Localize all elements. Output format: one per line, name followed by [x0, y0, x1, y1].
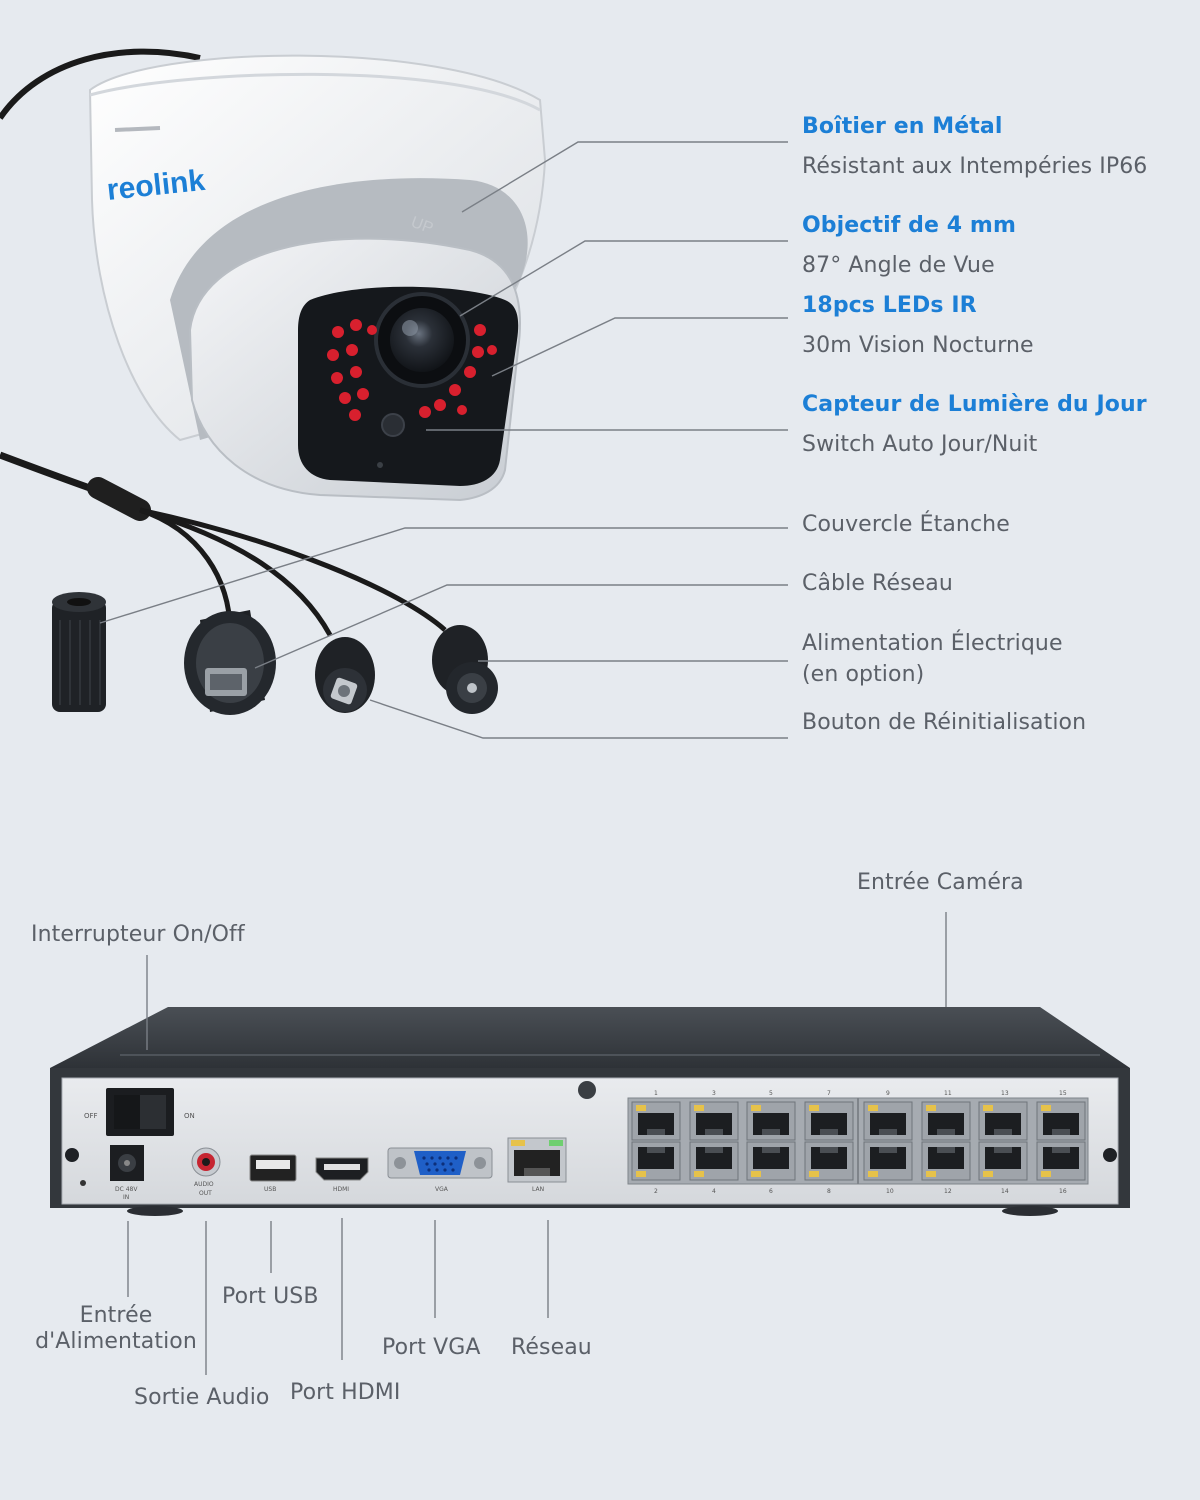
audio-out-port: AUDIO OUT [191, 1147, 221, 1197]
svg-text:DC 48V: DC 48V [115, 1186, 138, 1193]
vga-port: VGA [387, 1147, 493, 1193]
poe-port-number: 10 [886, 1188, 894, 1195]
dc-input-port: DC 48V IN [110, 1145, 144, 1201]
feature-housing-subtitle: Résistant aux Intempéries IP66 [802, 154, 1148, 179]
poe-port-number: 2 [654, 1188, 658, 1195]
svg-text:HDMI: HDMI [333, 1186, 349, 1193]
label-vga: Port VGA [382, 1335, 481, 1360]
label-power-input: Entrée d'Alimentation [35, 1303, 197, 1354]
poe-port [689, 1141, 739, 1181]
camera-leader-lines [99, 141, 788, 739]
poe-port-number: 6 [769, 1188, 773, 1195]
network-connector [184, 610, 276, 715]
waterproof-cover [52, 592, 106, 712]
dome-camera: reolink UP [0, 48, 547, 502]
poe-port-number: 15 [1059, 1090, 1067, 1097]
power-switch: OFF ON [84, 1088, 195, 1136]
poe-port [921, 1101, 971, 1141]
poe-port [804, 1141, 854, 1181]
poe-port-number: 4 [712, 1188, 716, 1195]
label-network-cable: Câble Réseau [802, 571, 953, 596]
poe-port-number: 3 [712, 1090, 716, 1097]
svg-text:AUDIO: AUDIO [194, 1181, 214, 1188]
poe-port [746, 1101, 796, 1141]
poe-port [1036, 1141, 1086, 1181]
nvr-recorder: OFF ON DC 48V IN AUDIO OUT USB [50, 1007, 1130, 1216]
feature-sensor-subtitle: Switch Auto Jour/Nuit [802, 432, 1038, 457]
poe-port-number: 11 [944, 1090, 952, 1097]
poe-port [863, 1101, 913, 1141]
svg-text:UP: UP [409, 214, 436, 238]
poe-port [978, 1141, 1028, 1181]
label-power-switch: Interrupteur On/Off [31, 922, 245, 947]
label-network: Réseau [511, 1335, 592, 1360]
hdmi-port: HDMI [315, 1157, 369, 1193]
label-audio-out: Sortie Audio [134, 1385, 270, 1410]
feature-housing-title: Boîtier en Métal [802, 114, 1003, 139]
poe-port [631, 1141, 681, 1181]
label-waterproof-cover: Couvercle Étanche [802, 512, 1010, 537]
poe-port-number: 13 [1001, 1090, 1009, 1097]
ir-leds [327, 319, 497, 421]
svg-text:LAN: LAN [532, 1186, 544, 1193]
poe-port-number: 1 [654, 1090, 658, 1097]
feature-ir-subtitle: 30m Vision Nocturne [802, 333, 1034, 358]
svg-text:IN: IN [123, 1194, 129, 1201]
feature-sensor-title: Capteur de Lumière du Jour [802, 392, 1147, 417]
poe-port [921, 1141, 971, 1181]
svg-text:VGA: VGA [435, 1186, 449, 1193]
feature-lens-subtitle: 87° Angle de Vue [802, 253, 995, 278]
poe-port [631, 1101, 681, 1141]
poe-port [746, 1141, 796, 1181]
feature-ir-title: 18pcs LEDs IR [802, 293, 977, 318]
poe-port-number: 5 [769, 1090, 773, 1097]
light-sensor-icon [381, 413, 405, 437]
svg-text:OUT: OUT [199, 1190, 212, 1197]
poe-port [978, 1101, 1028, 1141]
label-hdmi: Port HDMI [290, 1380, 401, 1405]
poe-port [804, 1101, 854, 1141]
lan-port: LAN [507, 1137, 567, 1193]
poe-port-number: 14 [1001, 1188, 1009, 1195]
cable-assembly [0, 451, 498, 715]
label-usb: Port USB [222, 1284, 319, 1309]
poe-port-number: 9 [886, 1090, 890, 1097]
label-camera-input: Entrée Caméra [857, 870, 1024, 895]
label-power-supply: Alimentation Électrique (en option) [802, 631, 1063, 687]
switch-off-label: OFF [84, 1112, 98, 1120]
dc-power-connector [432, 625, 498, 714]
poe-port-number: 16 [1059, 1188, 1067, 1195]
poe-port [863, 1141, 913, 1181]
poe-port [689, 1101, 739, 1141]
svg-text:USB: USB [264, 1186, 276, 1193]
feature-lens-title: Objectif de 4 mm [802, 213, 1016, 238]
nvr-leader-lines [127, 912, 947, 1375]
label-reset-button: Bouton de Réinitialisation [802, 710, 1087, 735]
usb-port: USB [249, 1154, 297, 1193]
reset-button-connector [315, 637, 375, 713]
poe-port [1036, 1101, 1086, 1141]
switch-on-label: ON [184, 1112, 195, 1120]
poe-port-number: 8 [827, 1188, 831, 1195]
poe-port-number: 12 [944, 1188, 952, 1195]
poe-port-number: 7 [827, 1090, 831, 1097]
